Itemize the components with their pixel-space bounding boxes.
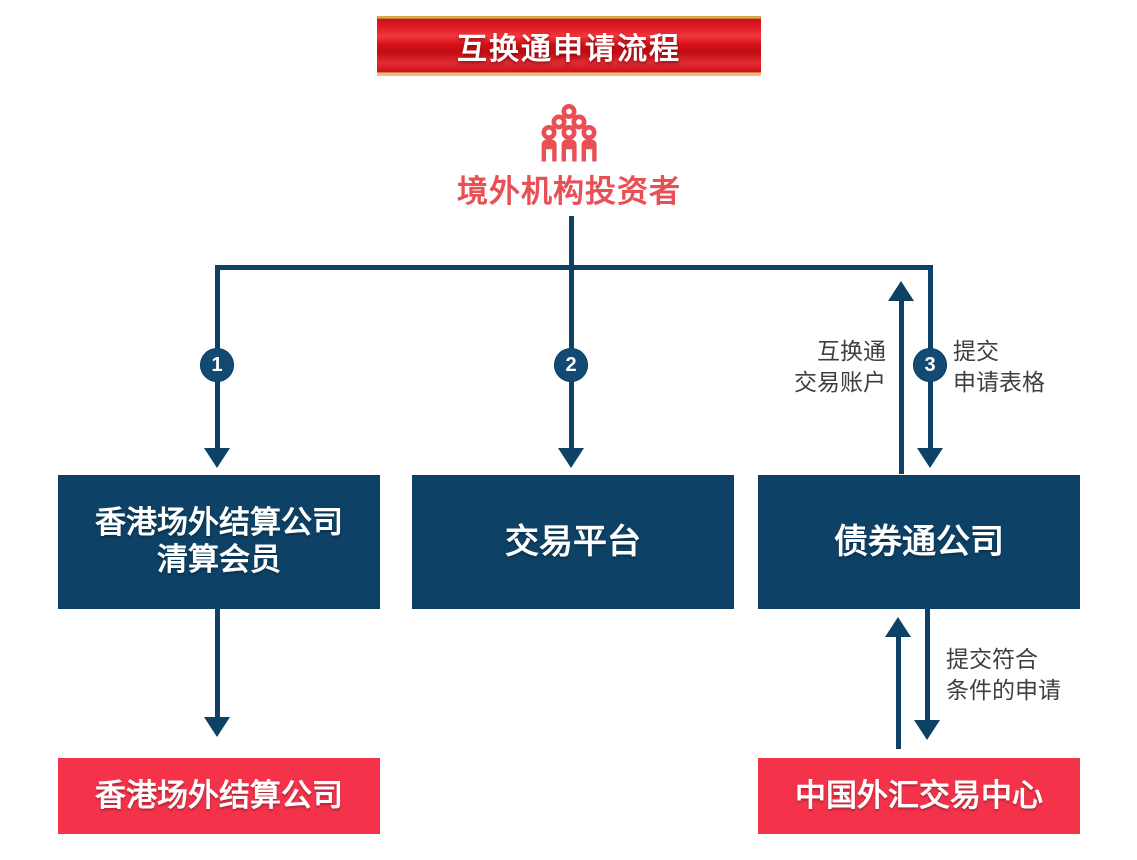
- arrowhead-middle-branch: [558, 448, 584, 468]
- connector-right-down-to-cfets: [925, 609, 930, 722]
- arrowhead-left-branch: [204, 448, 230, 468]
- box-bond-connect-company: 债券通公司: [758, 475, 1080, 609]
- connector-branch-right-up: [899, 300, 904, 474]
- connector-left-down-to-clearinghouse: [215, 609, 220, 719]
- note-submit-qualified-application: 提交符合 条件的申请: [946, 646, 1061, 703]
- arrowhead-left-to-clearinghouse: [204, 717, 230, 737]
- arrowhead-right-branch-down: [917, 448, 943, 468]
- connector-horizontal-bus: [215, 265, 933, 270]
- note-submit-application-form: 提交 申请表格: [953, 338, 1045, 395]
- box-hk-clearing-house: 香港场外结算公司: [58, 758, 380, 834]
- group-of-people-icon: [541, 104, 597, 162]
- arrowhead-right-branch-up: [888, 281, 914, 301]
- note-swap-connect-account: 互换通 交易账户: [794, 338, 886, 395]
- step-2-number: 2: [565, 353, 577, 376]
- box-hk-clearing-member: 香港场外结算公司 清算会员: [58, 475, 380, 609]
- step-circle-2: 2: [554, 348, 588, 382]
- investor-label: 境外机构投资者: [457, 174, 681, 209]
- arrowhead-right-down-to-cfets: [914, 720, 940, 740]
- step-circle-1: 1: [200, 348, 234, 382]
- connector-right-up-to-bondconnect: [896, 636, 901, 749]
- box-bond-connect-company-label: 债券通公司: [834, 522, 1004, 561]
- connector-investor-stem: [569, 216, 574, 268]
- arrowhead-right-up-to-bondconnect: [885, 617, 911, 637]
- foreign-institutional-investor-node: 境外机构投资者: [440, 104, 698, 211]
- box-cfets-label: 中国外汇交易中心: [795, 777, 1043, 813]
- step-circle-3: 3: [913, 348, 947, 382]
- box-cfets: 中国外汇交易中心: [758, 758, 1080, 834]
- box-trading-platform-label: 交易平台: [505, 522, 641, 561]
- page-title: 互换通申请流程: [457, 33, 681, 66]
- box-trading-platform: 交易平台: [412, 475, 734, 609]
- step-1-number: 1: [211, 353, 223, 376]
- box-hk-clearing-member-label: 香港场外结算公司 清算会员: [95, 505, 343, 577]
- step-3-number: 3: [924, 353, 936, 376]
- box-hk-clearing-house-label: 香港场外结算公司: [95, 777, 343, 813]
- title-banner: 互换通申请流程: [377, 16, 761, 76]
